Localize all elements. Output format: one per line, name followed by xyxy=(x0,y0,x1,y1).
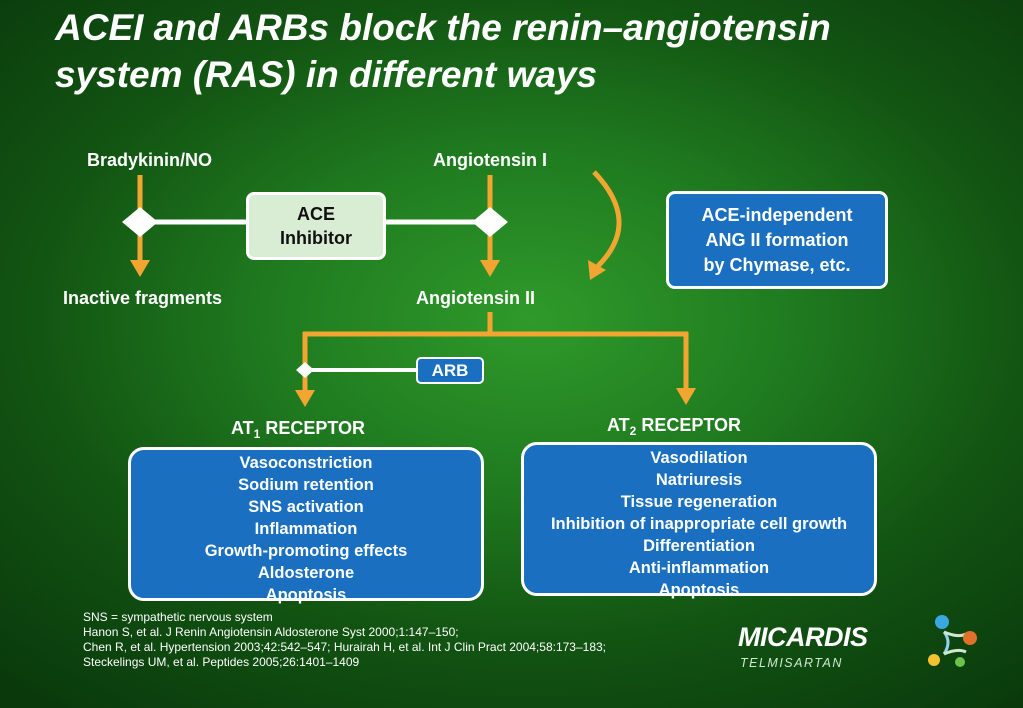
title-line-2: system (RAS) in different ways xyxy=(55,54,598,95)
arb-block-diamond xyxy=(296,362,314,378)
title-line-1: ACEI and ARBs block the renin–angiotensi… xyxy=(55,7,831,48)
bradykinin-label: Bradykinin/NO xyxy=(87,150,213,170)
at1-effect-item: Sodium retention xyxy=(238,476,374,494)
at1-effect-item: Aldosterone xyxy=(257,564,355,582)
at2-effect-item: Inhibition of inappropriate cell growth xyxy=(550,515,848,533)
at2-prefix: AT xyxy=(607,415,630,435)
chymase-curve-arrow-head xyxy=(588,260,606,280)
at2-effect-item: Natriuresis xyxy=(655,471,743,489)
at2-receptor-heading: AT2 RECEPTOR xyxy=(607,415,741,438)
chymase-curve-arrow xyxy=(592,170,622,268)
micardis-logo: MICARDIS TELMISARTAN xyxy=(738,612,988,672)
at1-effect-item: Inflammation xyxy=(254,520,358,538)
at2-effect-item: Tissue regeneration xyxy=(620,493,778,511)
at1-arrow-head xyxy=(295,390,315,407)
ace-block-diamond-left xyxy=(122,207,158,237)
at1-subscript: 1 xyxy=(253,427,261,441)
at1-effect-item: Vasoconstriction xyxy=(239,454,373,472)
at2-effect-item: Anti-inflammation xyxy=(628,559,770,577)
at2-suffix: RECEPTOR xyxy=(641,415,742,435)
logo-subtitle: TELMISARTAN xyxy=(740,656,843,670)
at2-effect-item: Differentiation xyxy=(643,537,755,555)
at1-effect-item: Apoptosis xyxy=(265,586,347,604)
at1-effect-item: Growth-promoting effects xyxy=(204,542,408,560)
at2-effects-box: Vasodilation Natriuresis Tissue regenera… xyxy=(521,442,877,599)
angiotensin-ii-label: Angiotensin II xyxy=(416,288,535,308)
at1-receptor-heading: AT1 RECEPTOR xyxy=(231,418,365,441)
footnote-line: Steckelings UM, et al. Peptides 2005;26:… xyxy=(83,655,360,669)
chymase-box: ACE-independent ANG II formation by Chym… xyxy=(666,191,888,289)
chymase-line-1: ACE-independent xyxy=(701,204,853,225)
bradykinin-arrow-head xyxy=(130,260,150,277)
footnotes: SNS = sympathetic nervous system Hanon S… xyxy=(83,610,606,670)
at1-effect-item: SNS activation xyxy=(248,498,364,516)
logo-wordmark: MICARDIS xyxy=(738,622,868,652)
angiotensin-arrow-head xyxy=(480,260,500,277)
footnote-line: Chen R, et al. Hypertension 2003;42:542–… xyxy=(83,640,606,654)
at2-subscript: 2 xyxy=(629,424,637,438)
at2-arrow-head xyxy=(676,388,696,405)
ace-block-diamond-right xyxy=(472,207,508,237)
inactive-fragments-label: Inactive fragments xyxy=(63,288,223,308)
ace-inhibitor-line-1: ACE xyxy=(296,204,335,224)
at1-prefix: AT xyxy=(231,418,254,438)
chymase-line-2: ANG II formation xyxy=(705,229,849,250)
at2-effect-item: Apoptosis xyxy=(658,581,740,599)
arb-box: ARB xyxy=(416,357,484,384)
at1-effects-box: Vasoconstriction Sodium retention SNS ac… xyxy=(128,447,484,604)
chymase-line-3: by Chymase, etc. xyxy=(703,254,851,275)
footnote-line: Hanon S, et al. J Renin Angiotensin Aldo… xyxy=(83,625,459,639)
ace-inhibitor-box: ACE Inhibitor xyxy=(246,192,386,260)
ace-inhibitor-line-2: Inhibitor xyxy=(280,228,352,248)
slide-title: ACEI and ARBs block the renin–angiotensi… xyxy=(55,4,955,98)
at1-suffix: RECEPTOR xyxy=(265,418,366,438)
footnote-line: SNS = sympathetic nervous system xyxy=(83,610,273,624)
angiotensin-i-label: Angiotensin I xyxy=(433,150,547,170)
at2-effect-item: Vasodilation xyxy=(650,449,748,467)
molecule-icon xyxy=(928,615,977,667)
